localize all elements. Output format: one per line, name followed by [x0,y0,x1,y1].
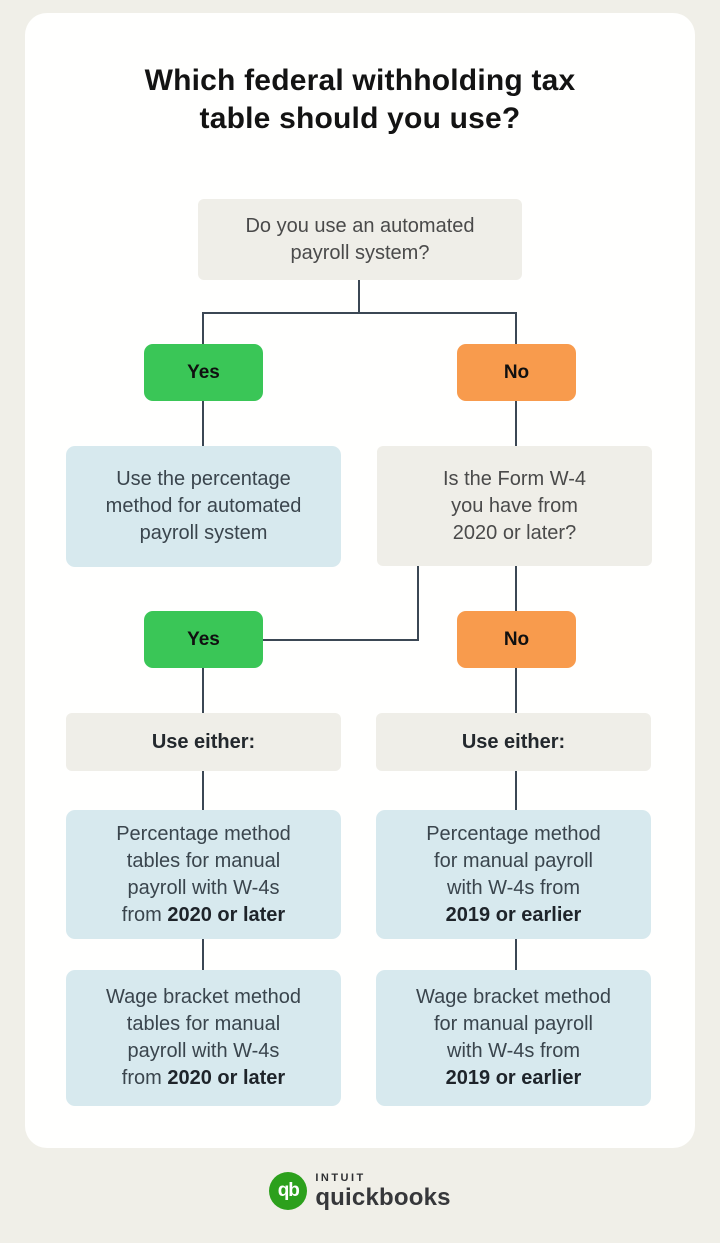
question-w4-year-text: Is the Form W-4 you have from 2020 or la… [443,467,586,544]
result-percentage-automated: Use the percentage method for automated … [66,446,341,567]
use-either-right-header: Use either: [376,713,651,771]
connector-left-results-between [202,938,204,971]
branch2-yes-pill: Yes [144,611,263,668]
branch2-no-label: No [503,628,530,650]
quickbooks-logo-icon: qb [269,1172,308,1210]
quickbooks-wordmark: quickbooks [315,1183,451,1211]
connector-right-results-between [515,938,517,971]
connector-branch1-yes-down [202,313,204,345]
question-w4-year: Is the Form W-4 you have from 2020 or la… [377,446,652,566]
branch1-yes-label: Yes [187,361,220,383]
connector-q2-yes-down [417,566,419,641]
connector-no1-to-q2 [515,400,517,446]
result-percentage-manual-2019: Percentage method for manual payroll wit… [376,810,651,939]
result-wage-bracket-2020-text: Wage bracket method tables for manual pa… [106,986,301,1089]
result-percentage-manual-2019-text: Percentage method for manual payroll wit… [426,822,601,926]
connector-branch1-horizontal [202,312,517,314]
connector-yes1-to-result [202,400,204,446]
connector-q1-down [358,279,360,313]
branch1-no-pill: No [457,344,576,401]
branch1-no-label: No [503,361,530,383]
result-percentage-manual-2020-text: Percentage method tables for manual payr… [116,822,291,926]
result-wage-bracket-2020: Wage bracket method tables for manual pa… [66,970,341,1106]
page-title: Which federal withholding tax table shou… [144,64,576,135]
connector-use-either-left-down [202,771,204,811]
connector-q2-no-down [515,566,517,612]
intuit-wordmark: intuit [315,1171,366,1184]
connector-branch1-no-down [515,313,517,345]
use-either-left-text: Use either: [151,730,256,753]
branch2-no-pill: No [457,611,576,668]
result-percentage-manual-2020: Percentage method tables for manual payr… [66,810,341,939]
connector-yes2-to-use-either [202,668,204,714]
use-either-left-header: Use either: [66,713,341,771]
quickbooks-brand: qb intuit quickbooks [0,1172,720,1210]
branch2-yes-label: Yes [187,628,220,650]
brand-wordmark: intuit quickbooks [315,1171,451,1211]
result-percentage-automated-text: Use the percentage method for automated … [105,468,302,544]
question-automated-payroll: Do you use an automated payroll system? [198,199,522,280]
connector-no2-to-use-either [515,668,517,714]
result-wage-bracket-2019-text: Wage bracket method for manual payroll w… [416,986,611,1089]
connector-use-either-right-down [515,771,517,811]
branch1-yes-pill: Yes [144,344,263,401]
question-automated-payroll-text: Do you use an automated payroll system? [245,214,475,264]
qb-monogram: qb [277,1180,300,1201]
connector-q2-yes-elbow [263,639,419,641]
use-either-right-text: Use either: [461,730,566,753]
result-wage-bracket-2019: Wage bracket method for manual payroll w… [376,970,651,1106]
